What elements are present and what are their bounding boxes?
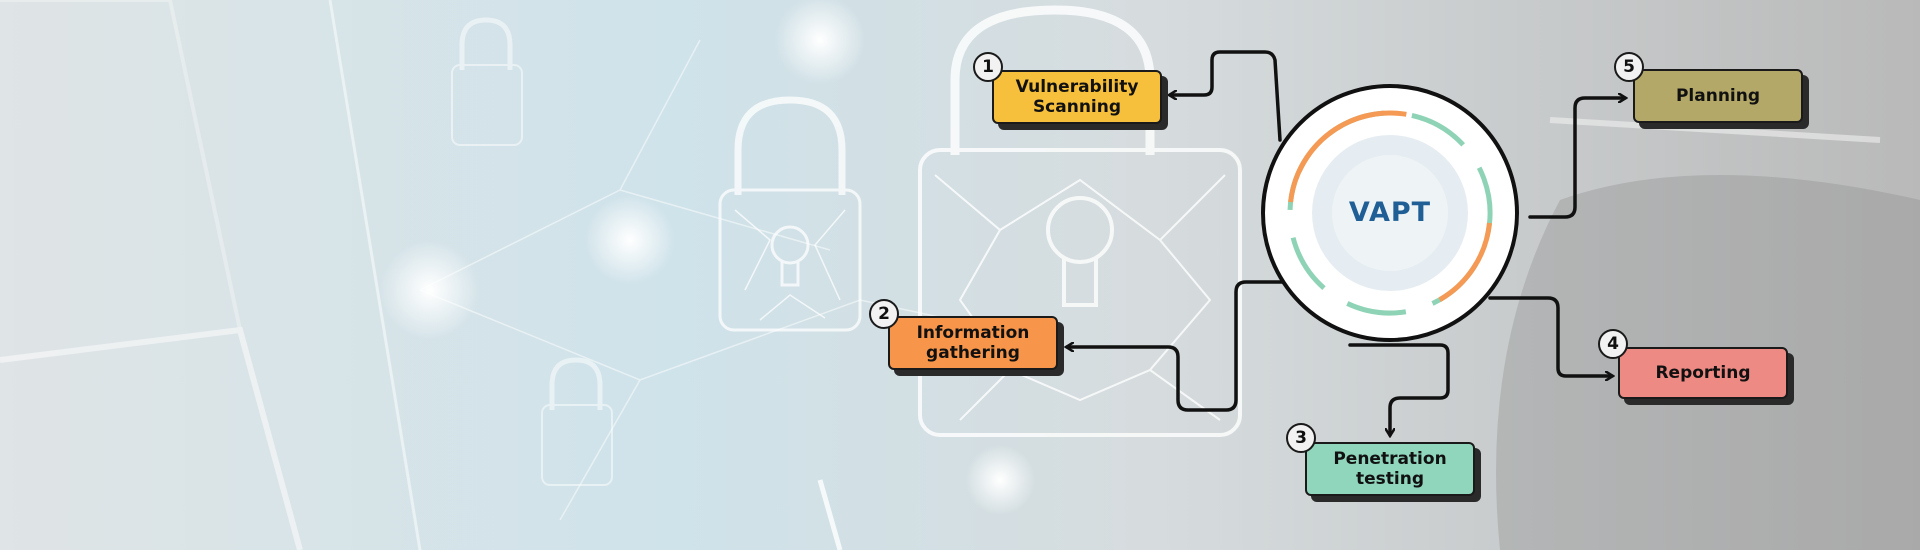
connector-step-4 [1488,296,1612,376]
step-number-badge: 5 [1614,52,1644,82]
connector-step-5 [1528,98,1625,219]
step-label: Penetration testing [1333,449,1447,489]
connector-step-3 [1348,343,1450,435]
step-number-badge: 1 [973,52,1003,82]
step-number-badge: 4 [1598,329,1628,359]
center-circle [1261,84,1519,342]
step-penetration-testing: Penetration testing [1305,442,1475,496]
connector-step-2 [1067,280,1292,412]
step-information-gathering: Information gathering [888,316,1058,370]
step-number-badge: 3 [1286,423,1316,453]
center-label: VAPT [1348,197,1432,228]
step-number-badge: 2 [869,299,899,329]
step-label: Vulnerability Scanning [1015,77,1139,117]
step-planning: Planning [1633,69,1803,123]
connector-step-1 [1170,50,1282,142]
padlock-network-icon [718,96,862,332]
step-vulnerability-scanning: Vulnerability Scanning [992,70,1162,124]
step-label: Information gathering [916,323,1030,363]
step-reporting: Reporting [1618,347,1788,399]
step-label: Planning [1675,86,1761,106]
step-label: Reporting [1655,363,1751,383]
